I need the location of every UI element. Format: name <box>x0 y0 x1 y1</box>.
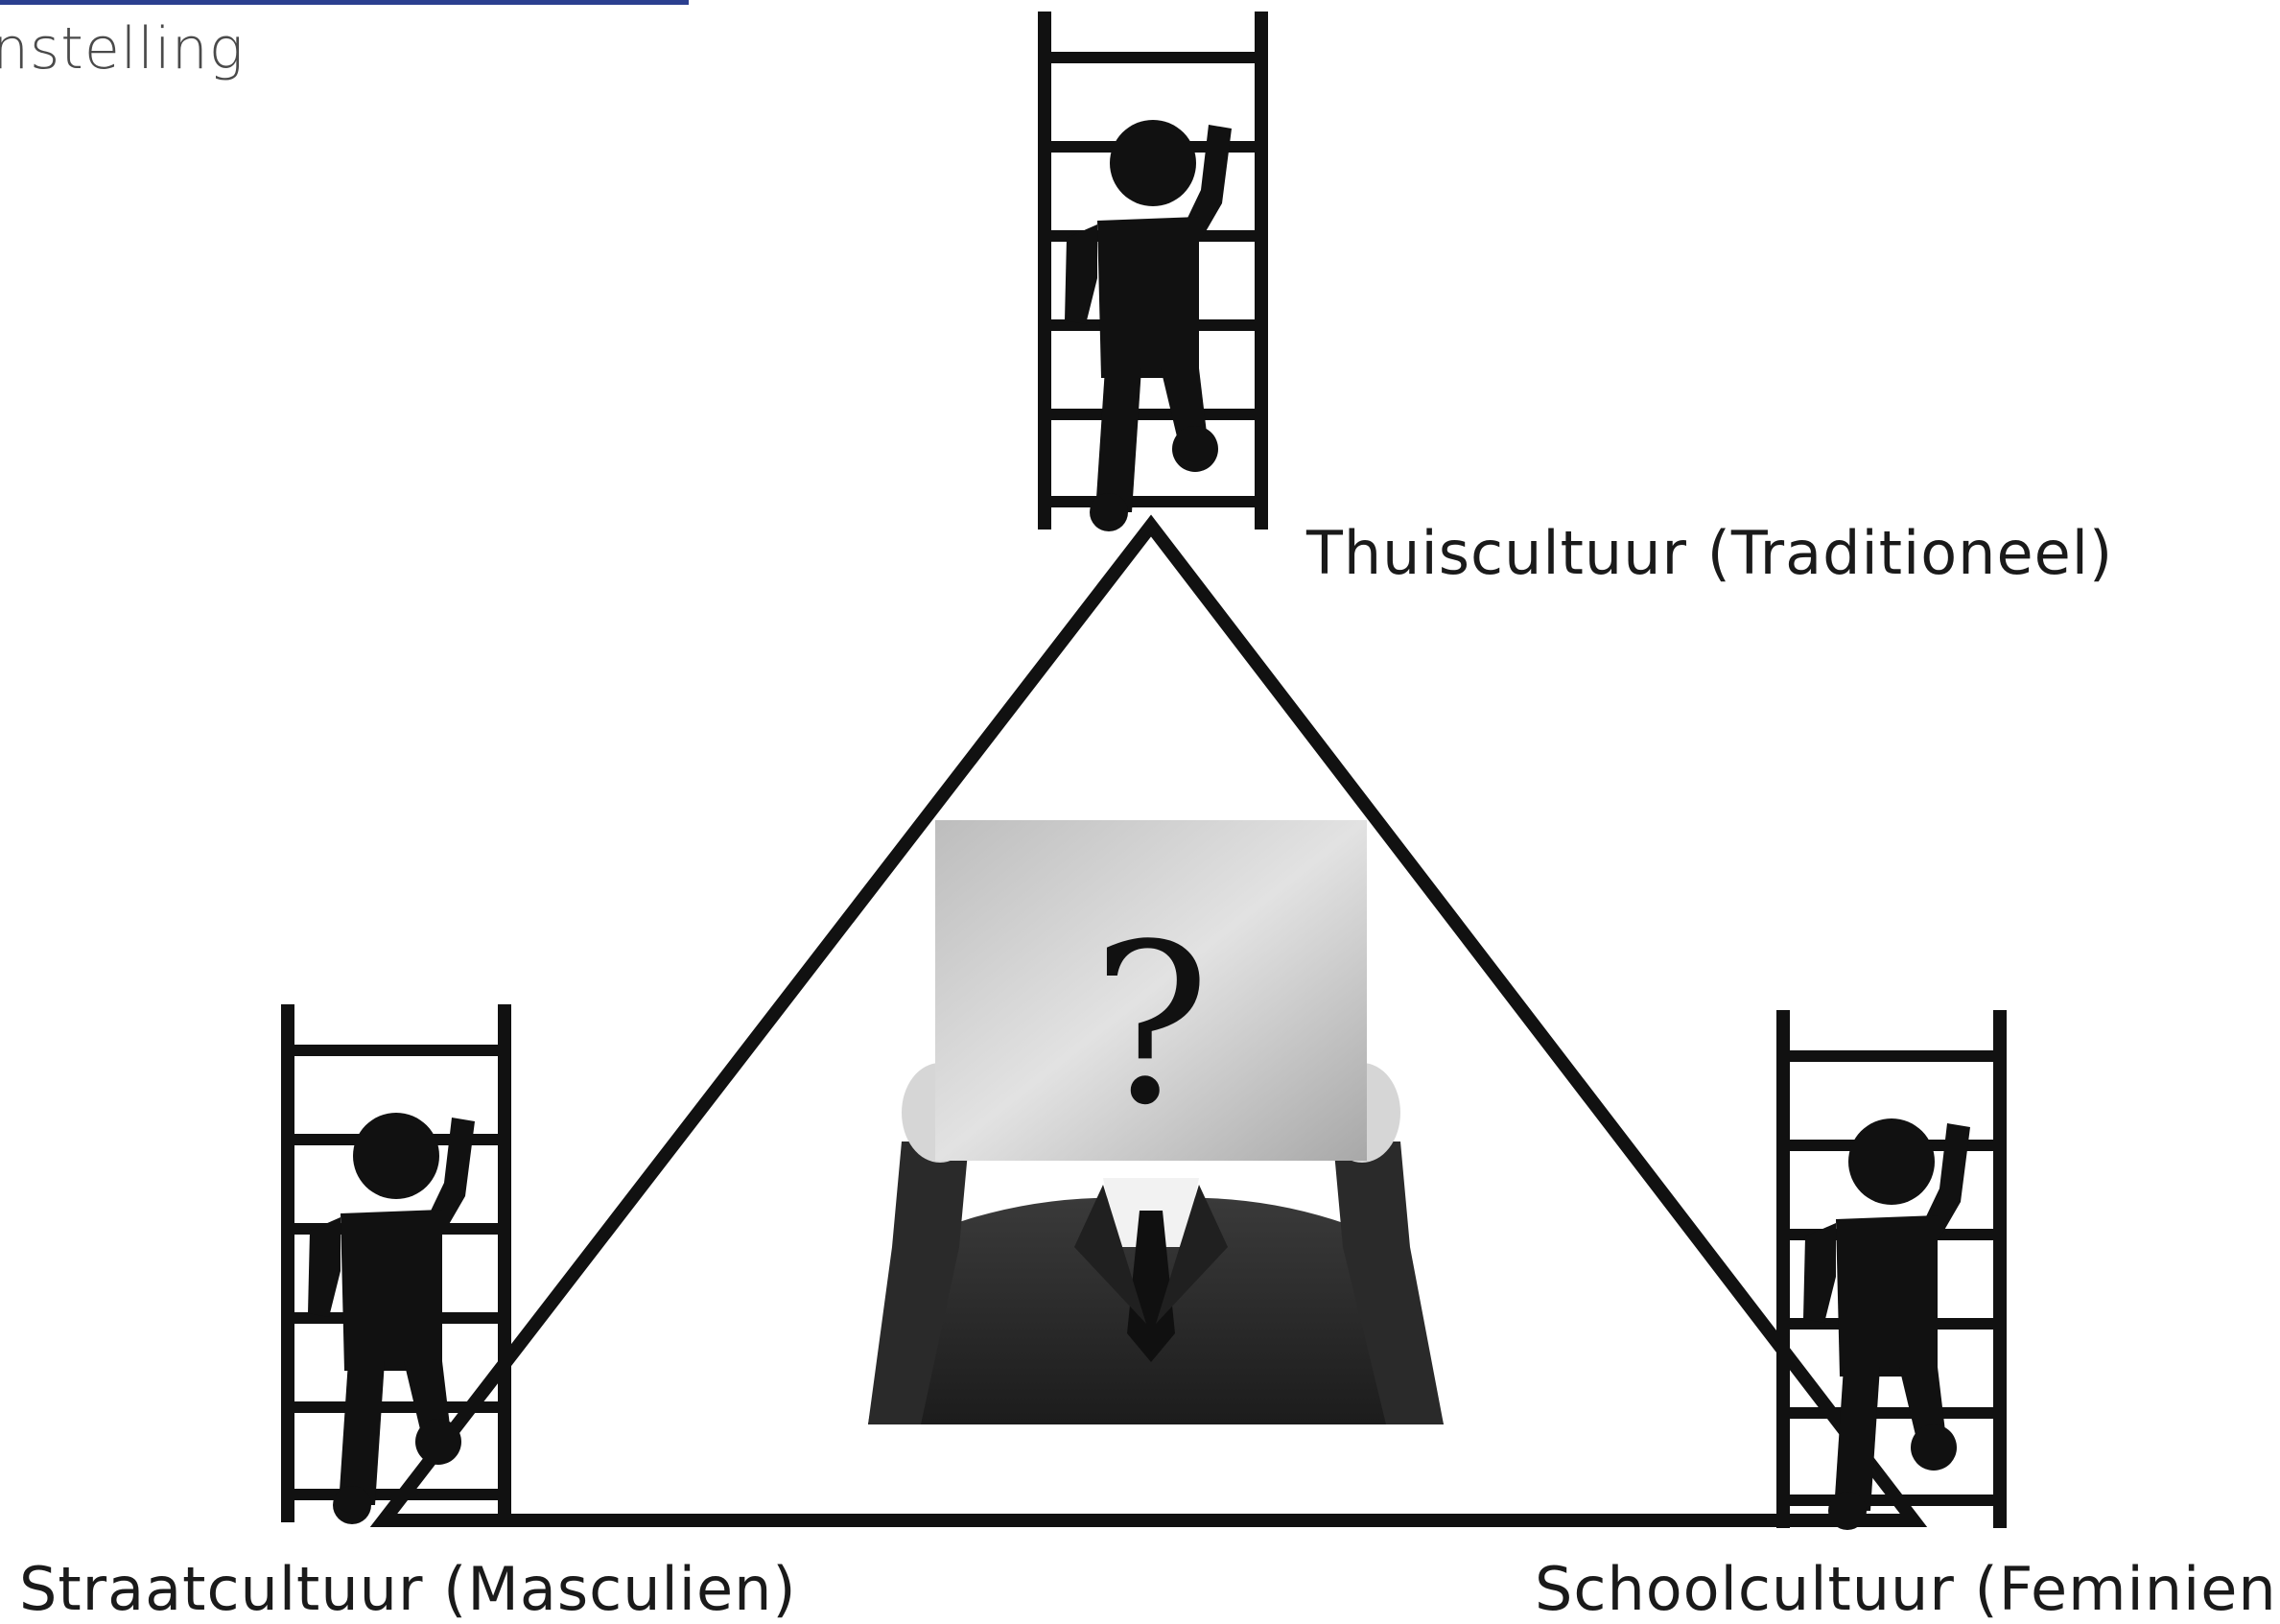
header-rule <box>0 0 689 5</box>
ladder-climber-left <box>281 1004 511 1524</box>
label-schoolcultuur: Schoolcultuur (Feminien) <box>1535 1554 2280 1624</box>
page-heading: nstelling <box>0 15 245 82</box>
ladder-climber-right <box>1776 1010 2007 1530</box>
triangle-outline <box>369 514 1928 1527</box>
ladder-climber-top <box>1038 12 1268 531</box>
label-thuiscultuur: Thuiscultuur (Traditioneel) <box>1306 518 2114 588</box>
person-holding-sign <box>868 820 1444 1424</box>
question-mark: ? <box>1092 898 1210 1154</box>
label-straatcultuur: Straatcultuur (Masculien) <box>19 1554 797 1624</box>
